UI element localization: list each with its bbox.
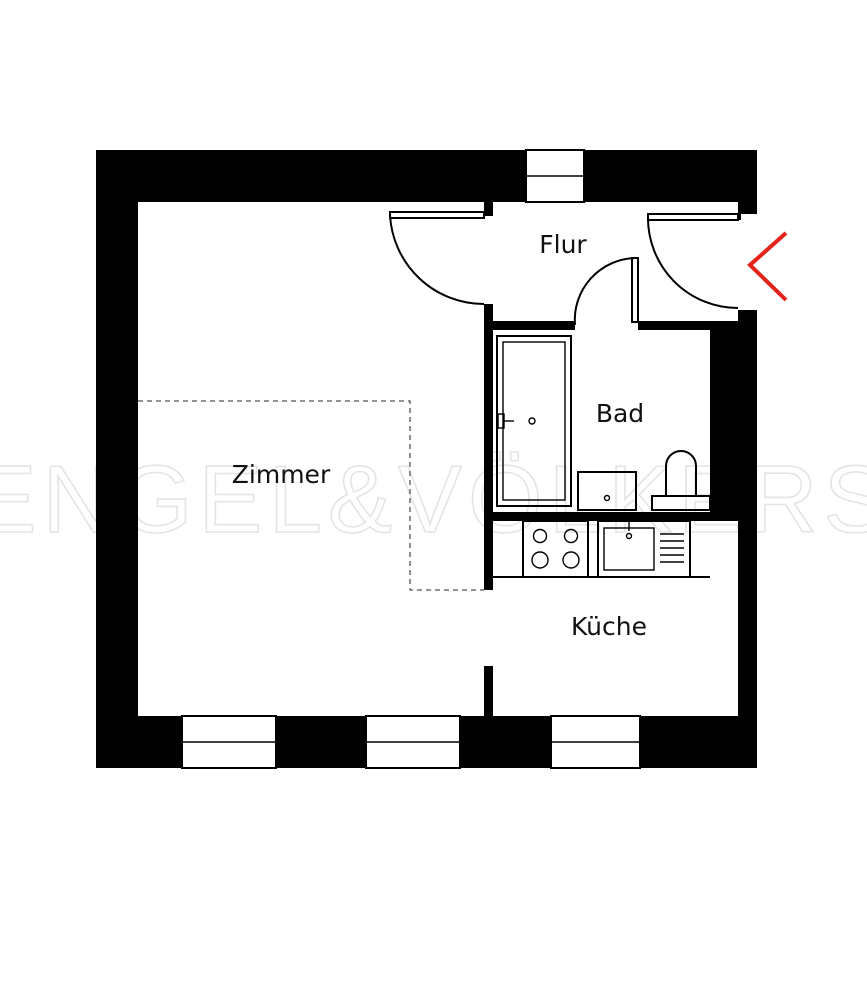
room-label-flur: Flur (539, 230, 587, 259)
outer-walls (96, 150, 757, 768)
sloped-ceiling-outline (138, 400, 484, 591)
door-entrance (646, 213, 739, 309)
door-zimmer (389, 211, 485, 306)
windows (181, 149, 641, 769)
window-bottom-middle (365, 715, 461, 769)
toilet (651, 450, 711, 511)
door-bad (573, 257, 639, 326)
stove (522, 520, 589, 578)
window-bottom-right (550, 715, 641, 769)
entrance-arrow-icon (747, 231, 788, 302)
interior-walls (484, 202, 741, 716)
kitchen-sink (597, 520, 691, 578)
room-label-bad: Bad (596, 399, 644, 428)
doors (389, 211, 739, 326)
window-top (525, 149, 585, 203)
room-label-kueche: Küche (571, 612, 647, 641)
bathtub (496, 335, 572, 507)
window-bottom-left (181, 715, 277, 769)
room-label-zimmer: Zimmer (232, 460, 331, 489)
washbasin (577, 471, 637, 511)
